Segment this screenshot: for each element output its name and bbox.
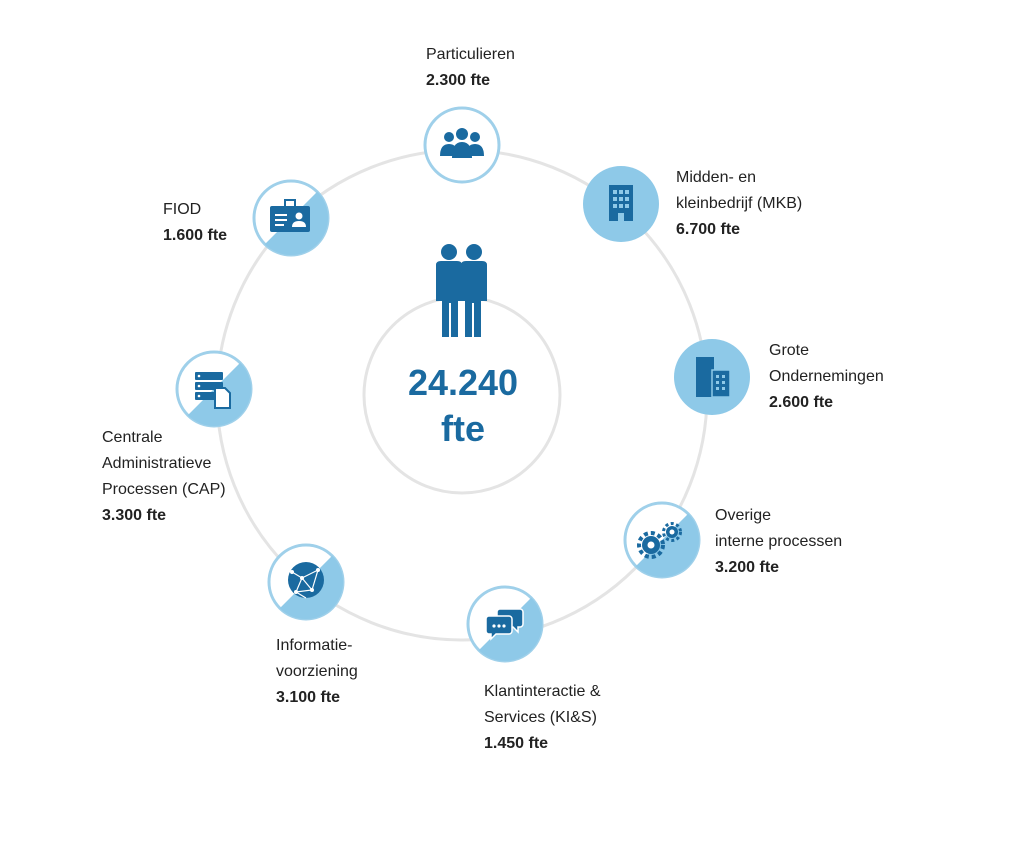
total-fte-value: 24.240: [407, 362, 519, 403]
label-mkb: Midden- en kleinbedrijf (MKB) 6.700 fte: [676, 165, 802, 243]
node-fiod: [252, 179, 330, 257]
label-grote-ondernemingen: Grote Ondernemingen 2.600 fte: [769, 338, 884, 416]
label-kis: Klantinteractie & Services (KI&S) 1.450 …: [484, 679, 601, 757]
label-fiod: FIOD 1.600 fte: [163, 197, 227, 249]
node-mkb: [583, 166, 659, 242]
unit-name: Klantinteractie & Services (KI&S): [484, 683, 601, 726]
city-buildings-icon: [696, 357, 731, 398]
total-fte: 24.240 fte: [363, 360, 563, 452]
unit-fte: 3.200 fte: [715, 559, 780, 576]
label-cap: Centrale Administratieve Processen (CAP)…: [102, 425, 226, 529]
unit-name: Informatie- voorziening: [276, 637, 358, 680]
unit-fte: 3.100 fte: [276, 689, 341, 706]
unit-name: Centrale Administratieve Processen (CAP): [102, 429, 226, 498]
node-particulieren: [423, 106, 501, 184]
gears-icon: [637, 522, 682, 559]
unit-name: FIOD: [163, 201, 202, 218]
unit-fte: 1.450 fte: [484, 735, 549, 752]
label-informatievoorziening: Informatie- voorziening 3.100 fte: [276, 633, 358, 711]
network-globe-icon: [288, 562, 324, 599]
unit-fte: 3.300 fte: [102, 507, 167, 524]
chat-bubbles-icon: [485, 608, 524, 641]
unit-fte: 2.600 fte: [769, 394, 834, 411]
total-fte-unit: fte: [441, 408, 485, 449]
people-group-icon: [440, 128, 484, 158]
unit-name: Midden- en kleinbedrijf (MKB): [676, 169, 803, 212]
unit-name: Grote Ondernemingen: [769, 342, 884, 385]
unit-name: Particulieren: [426, 46, 515, 63]
server-document-icon: [195, 372, 231, 409]
unit-fte: 1.600 fte: [163, 227, 228, 244]
unit-name: Overige interne processen: [715, 507, 843, 550]
node-cap: [175, 350, 253, 428]
unit-fte: 6.700 fte: [676, 221, 741, 238]
two-people-icon: [436, 244, 487, 337]
label-particulieren: Particulieren 2.300 fte: [426, 42, 515, 94]
node-grote-ondernemingen: [674, 339, 750, 415]
node-kis: [466, 585, 544, 663]
office-building-icon: [609, 185, 633, 221]
node-overige: [623, 501, 701, 579]
label-overige: Overige interne processen 3.200 fte: [715, 503, 842, 581]
id-badge-icon: [270, 199, 310, 232]
unit-fte: 2.300 fte: [426, 72, 491, 89]
node-informatievoorziening: [267, 543, 345, 621]
